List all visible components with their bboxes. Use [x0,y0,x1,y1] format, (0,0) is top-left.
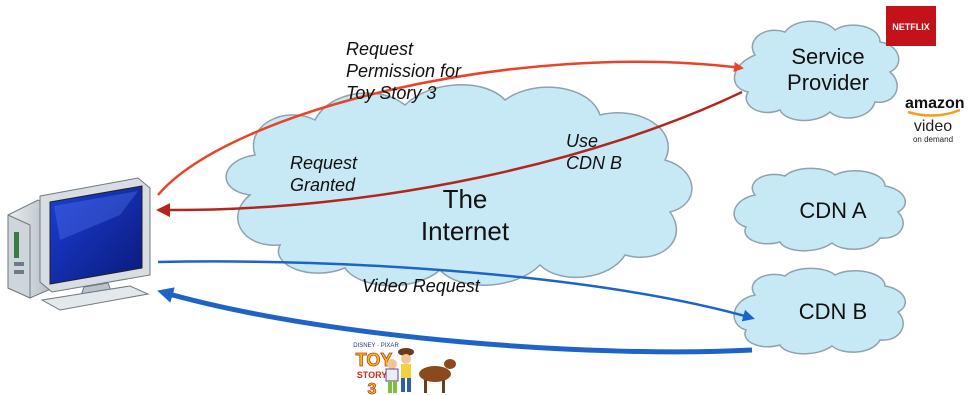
request-granted-arrow [156,90,743,218]
toy-story-3-image: DISNEY · PIXAR TOY STORY 3 [353,343,456,395]
svg-text:TOY: TOY [356,350,393,370]
request-permission-label: Request Permission for Toy Story 3 [346,39,462,103]
request-granted-label: Request Granted [290,153,358,195]
svg-text:amazon: amazon [905,95,965,112]
service-provider-label: Service Provider [787,44,869,95]
svg-text:3: 3 [368,381,377,395]
service-provider-cloud [733,20,900,122]
cdn-b-cloud [733,267,907,355]
svg-text:video: video [914,118,952,135]
use-cdn-b-label: Use CDN B [566,131,623,173]
cdn-a-label: CDN A [799,198,867,223]
video-request-arrow [157,260,755,322]
svg-text:NETFLIX: NETFLIX [892,22,930,32]
svg-text:DISNEY · PIXAR: DISNEY · PIXAR [353,343,399,349]
computer-icon [7,177,151,311]
cdn-a-cloud [733,167,907,252]
netflix-logo: NETFLIX [886,6,936,46]
internet-label: The Internet [420,184,510,246]
video-delivery-arrow [157,287,753,355]
svg-text:on demand: on demand [913,135,953,144]
cdn-b-label: CDN B [798,299,868,324]
svg-text:STORY: STORY [357,370,388,380]
video-request-label: Video Request [362,276,480,296]
internet-cloud [225,84,693,287]
amazon-video-logo: amazon video on demand [905,95,965,144]
request-permission-arrow [157,60,744,196]
